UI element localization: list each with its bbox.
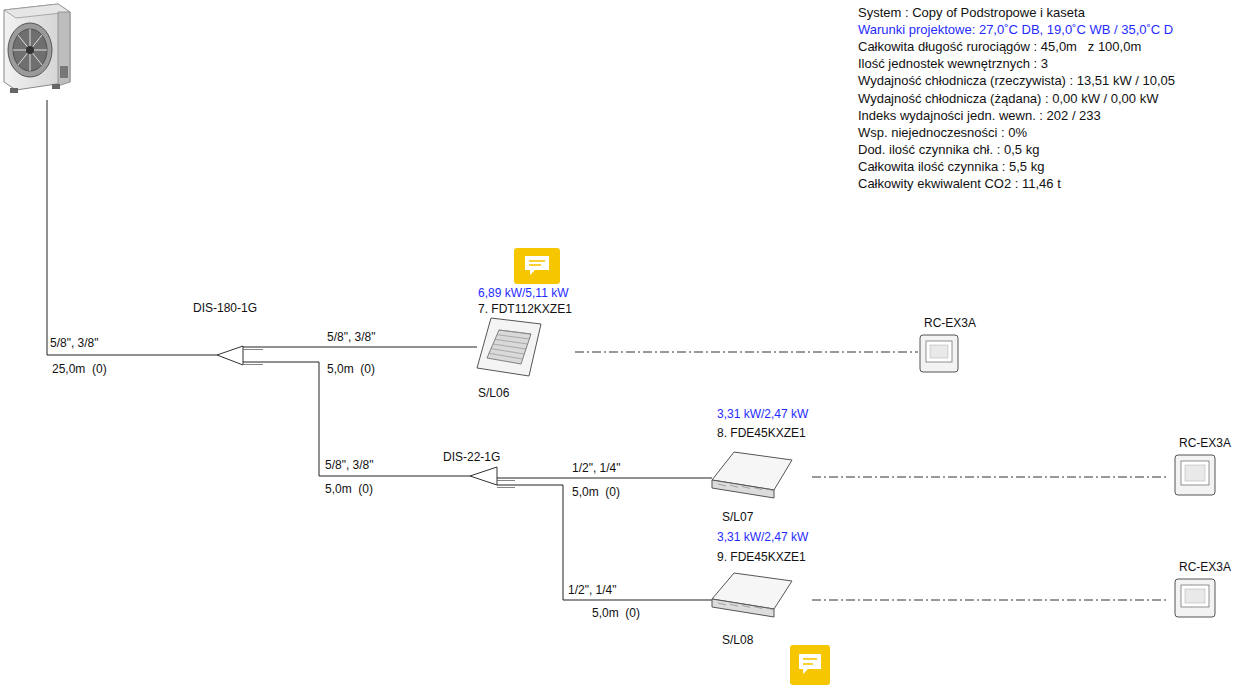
info-line: Wsp. niejednoczesności : 0%	[858, 125, 1027, 140]
info-line: Całkowita długość rurociągów : 45,0m z 1…	[858, 39, 1141, 54]
unit-label: RC-EX3A	[1179, 436, 1231, 450]
joint-triangle	[470, 467, 497, 485]
duct-vent	[718, 603, 726, 605]
comment-icon	[514, 248, 560, 284]
unit-label: DIS-22-1G	[443, 450, 500, 464]
grille-slat	[497, 335, 529, 339]
pipe-label: 1/2", 1/4"	[568, 583, 617, 597]
outdoor-unit	[4, 4, 70, 93]
pipe-label: 5,0m (0)	[325, 482, 373, 496]
info-line: System : Copy of Podstropowe i kaseta	[858, 5, 1085, 20]
cassette-unit: 6,89 kW/5,11 kW 7. FDT112KXZE1S/L06	[477, 286, 575, 400]
pipe-stub	[497, 485, 515, 486]
controller-body	[1175, 455, 1215, 495]
info-line: Wydajność chłodnicza (rzeczywista) : 13,…	[858, 73, 1175, 88]
controller-display	[930, 345, 948, 358]
duct-vent	[730, 485, 738, 487]
pipe-stub	[497, 478, 515, 479]
grille-slat	[493, 344, 526, 349]
remote-controller: RC-EX3A	[1168, 436, 1235, 498]
info-line: Wydajność chłodnicza (żądana) : 0,00 kW …	[858, 91, 1158, 106]
pipe-stub	[497, 480, 515, 481]
grille-slat	[491, 349, 524, 354]
duct-vent	[754, 488, 762, 490]
duct-vent	[742, 605, 750, 607]
pipe-label: 5,0m (0)	[572, 485, 620, 499]
capacity-label: 3,31 kW/2,47 kW	[717, 530, 808, 544]
duct-vent	[754, 607, 762, 609]
pipe-stub	[243, 347, 265, 348]
controller-display	[1185, 465, 1205, 481]
controller-screen	[1181, 461, 1209, 485]
grille-slat	[495, 339, 528, 344]
capacity-label: 3,31 kW/2,47 kW	[717, 407, 808, 421]
duct-vent	[730, 604, 738, 606]
duct-vent	[766, 489, 774, 491]
grille-slat	[489, 353, 523, 359]
info-line: Indeks wydajności jedn. wewn. : 202 / 23…	[858, 108, 1101, 123]
control-wire	[575, 352, 918, 353]
controller-body	[1175, 579, 1215, 617]
duct-front	[712, 480, 774, 498]
info-line: Warunki projektowe: 27,0˚C DB, 19,0˚C WB…	[858, 22, 1173, 37]
refrigerant-pipe	[515, 478, 712, 479]
pipe-label: 5/8", 3/8"	[325, 458, 374, 472]
pipe-stub	[193, 355, 217, 356]
pipe-stub	[243, 349, 263, 350]
distributor-joint: DIS-180-1G	[193, 301, 265, 367]
ducted-unit: 3,31 kW/2,47 kW 8. FDE45KXZE1S/L07	[712, 407, 812, 525]
duct-vent	[742, 486, 750, 488]
remote-controller: RC-EX3A	[918, 316, 980, 374]
controller-display	[1185, 589, 1205, 603]
distributor-joint: DIS-22-1G	[443, 450, 515, 488]
info-line: Całkowita ilość czynnika : 5,5 kg	[858, 159, 1044, 174]
unit-code: S/L06	[478, 386, 509, 400]
pipe-label: 5,0m (0)	[592, 606, 640, 620]
pipe-label: 5/8", 3/8"	[50, 336, 99, 350]
pipe-label: 5/8", 3/8"	[327, 330, 376, 344]
unit-label: DIS-180-1G	[193, 301, 257, 315]
ducted-unit-symbol	[712, 407, 812, 525]
info-line: Całkowity ekwiwalent CO2 : 11,46 t	[858, 176, 1061, 191]
ducted-unit: 3,31 kW/2,47 kW 9. FDE45KXZE1S/L08	[712, 530, 812, 648]
grille-slat	[499, 330, 531, 334]
controller-screen	[926, 341, 952, 362]
info-line: Dod. ilość czynnika chł. : 0,5 kg	[858, 142, 1039, 157]
unit-label: 7. FDT112KXZE1	[478, 302, 572, 316]
info-line: Ilość jednostek wewnętrznych : 3	[858, 56, 1048, 71]
main-pipe	[47, 100, 193, 355]
pipe-label: 1/2", 1/4"	[572, 461, 621, 475]
remote-controller: RC-EX3A	[1168, 560, 1235, 622]
pipe-stub	[243, 364, 263, 365]
cassette-grille	[487, 330, 531, 364]
duct-front	[712, 599, 774, 617]
controller-screen	[1181, 585, 1209, 607]
unit-code: S/L07	[722, 510, 753, 524]
cassette-panel	[477, 318, 541, 376]
pipe-stub	[497, 487, 515, 488]
unit-label: 8. FDE45KXZE1	[717, 426, 806, 440]
refrigerant-pipe	[265, 347, 477, 348]
duct-vent	[766, 608, 774, 610]
refrigerant-pipe	[515, 485, 712, 600]
comment-icon	[790, 645, 830, 685]
controller-body	[920, 335, 958, 372]
pipe-label: 5,0m (0)	[327, 362, 375, 376]
refrigerant-pipe	[265, 362, 443, 476]
capacity-label: 6,89 kW/5,11 kW	[478, 286, 568, 300]
unit-code: S/L08	[722, 633, 753, 647]
unit-label: RC-EX3A	[1179, 560, 1231, 574]
duct-vent	[718, 484, 726, 486]
joint-triangle	[217, 346, 243, 365]
pipe-stub	[243, 362, 265, 363]
unit-label: 9. FDE45KXZE1	[717, 550, 806, 564]
pipe-stub	[443, 476, 470, 477]
control-wire	[812, 477, 1168, 478]
unit-label: RC-EX3A	[924, 316, 976, 330]
control-wire	[812, 600, 1168, 601]
pipe-label: 25,0m (0)	[52, 362, 107, 376]
ducted-unit-symbol	[712, 530, 812, 648]
